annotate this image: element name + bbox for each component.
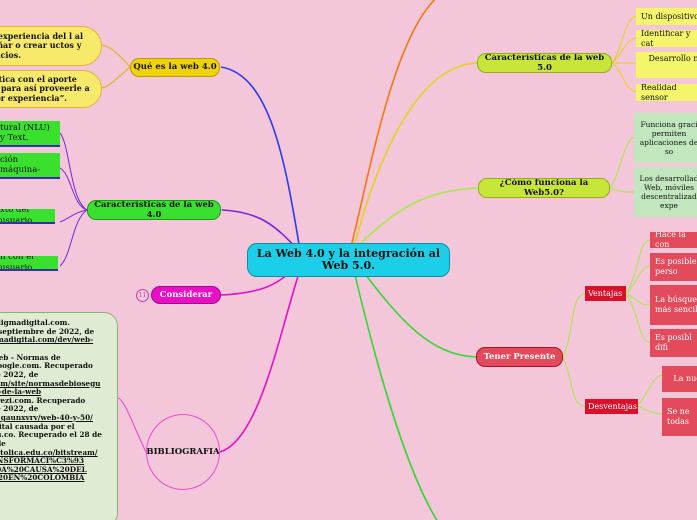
bib-line: adigmadigital.com. xyxy=(0,318,70,327)
bib-line: , de xyxy=(0,438,6,448)
bib-link[interactable]: %20EN%20COLOMBIA xyxy=(0,473,85,483)
ventaja-item-1[interactable]: Hace la con xyxy=(650,232,697,248)
branch-caracteristicas-web-4[interactable]: Características de la web 4.0 xyxy=(87,200,221,220)
collapsed-count-badge[interactable]: 11 xyxy=(136,289,149,302)
ventaja-item-4[interactable]: Es posibl difi xyxy=(650,329,697,357)
bib-line: de 2022, de xyxy=(0,370,39,380)
branch-bibliografia[interactable]: BIBLIOGRAFIA xyxy=(146,414,220,490)
que-es-detail-1[interactable]: e la experiencia del l al diseñar o crea… xyxy=(0,26,102,66)
bib-link[interactable]: e5gaunxvrv/web-40-y-50/ xyxy=(0,413,93,423)
bib-line: Prezi.com. Recuperado xyxy=(0,395,86,405)
caracteristica-5-item-1[interactable]: Un dispositivo xyxy=(636,8,697,25)
branch-tener-presente[interactable]: Tener Presente xyxy=(476,347,563,367)
bib-link[interactable]: 20A%20CAUSA%20DEL xyxy=(0,464,87,474)
caracteristica-4-item-2[interactable]: ción máquina- xyxy=(0,153,60,179)
bib-line: du.co. Recuperado el 28 de xyxy=(0,430,102,440)
funciona-detail-1[interactable]: Funciona graci permiten aplicaciones de … xyxy=(634,113,697,163)
branch-que-es-web-4[interactable]: Qué es la web 4.0 xyxy=(130,58,220,77)
bib-link[interactable]: gmadigital.com/dev/web- xyxy=(0,335,94,345)
bib-line: de 2022, de xyxy=(0,404,39,414)
bib-link[interactable]: m-de-la-web xyxy=(0,387,42,397)
que-es-detail-2[interactable]: mántica con el aporte icial para así pro… xyxy=(0,70,102,108)
ventajas-label[interactable]: Ventajas xyxy=(585,286,626,301)
desventaja-item-2[interactable]: Se ne todas xyxy=(662,398,697,436)
caracteristica-4-item-4[interactable]: n con el usuario. xyxy=(0,256,58,271)
bib-link[interactable]: com/site/normasdebiosegu xyxy=(0,378,101,388)
branch-considerar[interactable]: Considerar xyxy=(151,286,221,304)
bib-line: igital causada por el xyxy=(0,421,75,431)
bib-link[interactable]: ANSFORMACI%C3%93 xyxy=(0,456,85,466)
bibliography-text[interactable]: adigmadigital.com. e septiembre de 2022,… xyxy=(0,312,118,520)
bib-line: e septiembre de 2022, de xyxy=(0,326,95,336)
caracteristica-4-item-1[interactable]: tural (NLU) y Text. xyxy=(0,121,60,147)
caracteristica-5-item-4[interactable]: Realidad sensor xyxy=(636,84,697,101)
ventaja-item-2[interactable]: Es posible perso xyxy=(650,253,697,281)
ventaja-item-3[interactable]: La búsque más sencill xyxy=(650,285,697,325)
desventajas-label[interactable]: Desventajas xyxy=(585,399,638,414)
bib-line: Google.com. Recuperado xyxy=(0,361,93,371)
bib-link[interactable]: catolica.edu.co/bitstream/ xyxy=(0,447,98,457)
caracteristica-4-item-3[interactable]: xto del usuario. xyxy=(0,209,55,224)
caracteristica-5-item-3[interactable]: Desarrollo m xyxy=(636,52,697,78)
funciona-detail-2[interactable]: Los desarrollad Web, móviles descentrali… xyxy=(634,167,697,217)
bib-line: Web - Normas de xyxy=(0,352,61,362)
central-topic[interactable]: La Web 4.0 y la integración al Web 5.0. xyxy=(247,243,450,277)
branch-como-funciona[interactable]: ¿Cómo funciona la Web5.0? xyxy=(478,178,610,198)
desventaja-item-1[interactable]: La nue xyxy=(662,366,697,392)
caracteristica-5-item-2[interactable]: Identificar y cat xyxy=(636,30,697,47)
branch-caracteristicas-web-5[interactable]: Características de la web 5.0 xyxy=(477,53,612,73)
